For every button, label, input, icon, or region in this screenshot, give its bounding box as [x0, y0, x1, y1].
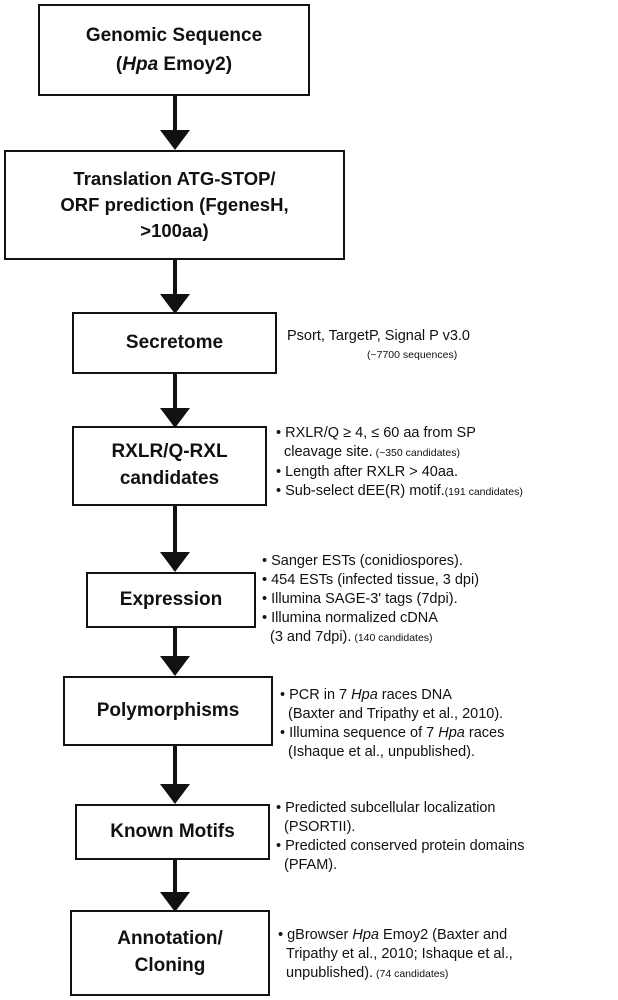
- note-annotation-count: (74 candidates): [373, 968, 449, 980]
- note-rxlr-b3: • Sub-select dEE(R) motif.(191 candidate…: [276, 483, 523, 499]
- step-annotation-line1: Annotation/: [117, 928, 223, 950]
- step-genomic-title: Genomic Sequence: [85, 24, 263, 46]
- note-rxlr-b1b: cleavage site. (~350 candidates): [284, 444, 460, 460]
- step-rxlr: RXLR/Q-RXL candidates: [72, 426, 267, 506]
- note-expression-count: (140 candidates): [351, 632, 433, 644]
- note-rxlr-b1-count: (~350 candidates): [372, 447, 460, 459]
- step-motifs-label: Known Motifs: [110, 821, 235, 843]
- note-poly-b1: • PCR in 7 Hpa races DNA: [280, 687, 452, 703]
- step-genomic-subtitle: (Hpa Emoy2): [115, 54, 233, 75]
- step-translation-line2: ORF prediction (FgenesH,: [60, 194, 289, 216]
- step-translation-line3: >100aa): [140, 219, 209, 241]
- note-rxlr: • RXLR/Q ≥ 4, ≤ 60 aa from SP cleavage s…: [276, 424, 523, 502]
- step-expression-label: Expression: [119, 589, 223, 611]
- note-annotation-l2: Tripathy et al., 2010; Ishaque et al.,: [286, 946, 513, 962]
- step-secretome: Secretome: [72, 312, 277, 374]
- step-polymorphisms: Polymorphisms: [63, 676, 273, 746]
- step-polymorphisms-label: Polymorphisms: [96, 700, 240, 722]
- step-annotation-cloning: Annotation/ Cloning: [70, 910, 270, 996]
- note-secretome: Psort, TargetP, Signal P v3.0 (~7700 seq…: [287, 327, 470, 365]
- note-annotation: • gBrowser Hpa Emoy2 (Baxter and Tripath…: [278, 926, 513, 984]
- note-expression-b4b: (3 and 7dpi). (140 candidates): [270, 629, 433, 645]
- step-genomic-sequence: Genomic Sequence (Hpa Emoy2): [38, 4, 310, 96]
- note-expression-b4a: • Illumina normalized cDNA: [262, 610, 438, 626]
- step-expression: Expression: [86, 572, 256, 628]
- note-poly-b1b: (Baxter and Tripathy et al., 2010).: [288, 706, 504, 722]
- note-expression-b3: • Illumina SAGE-3' tags (7dpi).: [262, 591, 458, 607]
- note-annotation-l1: • gBrowser Hpa Emoy2 (Baxter and: [278, 927, 508, 943]
- note-polymorphisms: • PCR in 7 Hpa races DNA (Baxter and Tri…: [280, 686, 504, 762]
- note-motifs-b2b: (PFAM).: [284, 857, 338, 873]
- step-known-motifs: Known Motifs: [75, 804, 270, 860]
- note-secretome-count: (~7700 sequences): [367, 349, 458, 361]
- note-poly-b2b: (Ishaque et al., unpublished).: [288, 744, 476, 760]
- step-rxlr-line1: RXLR/Q-RXL: [111, 441, 228, 463]
- step-annotation-line2: Cloning: [134, 955, 206, 976]
- note-expression-b2: • 454 ESTs (infected tissue, 3 dpi): [262, 572, 480, 588]
- note-annotation-l3: unpublished). (74 candidates): [286, 965, 449, 981]
- note-secretome-line1: Psort, TargetP, Signal P v3.0: [287, 328, 470, 344]
- step-translation-line1: Translation ATG-STOP/: [73, 168, 276, 190]
- note-motifs-b1b: (PSORTII).: [284, 819, 356, 835]
- note-rxlr-b2: • Length after RXLR > 40aa.: [276, 464, 459, 480]
- note-motifs-b1a: • Predicted subcellular localization: [276, 800, 496, 816]
- note-rxlr-b1a: • RXLR/Q ≥ 4, ≤ 60 aa from SP: [276, 425, 476, 441]
- note-rxlr-b3-count: (191 candidates): [444, 486, 523, 498]
- note-expression-b1: • Sanger ESTs (conidiospores).: [262, 553, 463, 569]
- note-expression: • Sanger ESTs (conidiospores). • 454 EST…: [262, 552, 479, 648]
- note-known-motifs: • Predicted subcellular localization (PS…: [276, 799, 525, 875]
- step-secretome-label: Secretome: [125, 332, 224, 354]
- step-rxlr-line2: candidates: [119, 468, 220, 489]
- step-translation: Translation ATG-STOP/ ORF prediction (Fg…: [4, 150, 345, 260]
- note-poly-b2: • Illumina sequence of 7 Hpa races: [280, 725, 505, 741]
- note-motifs-b2a: • Predicted conserved protein domains: [276, 838, 525, 854]
